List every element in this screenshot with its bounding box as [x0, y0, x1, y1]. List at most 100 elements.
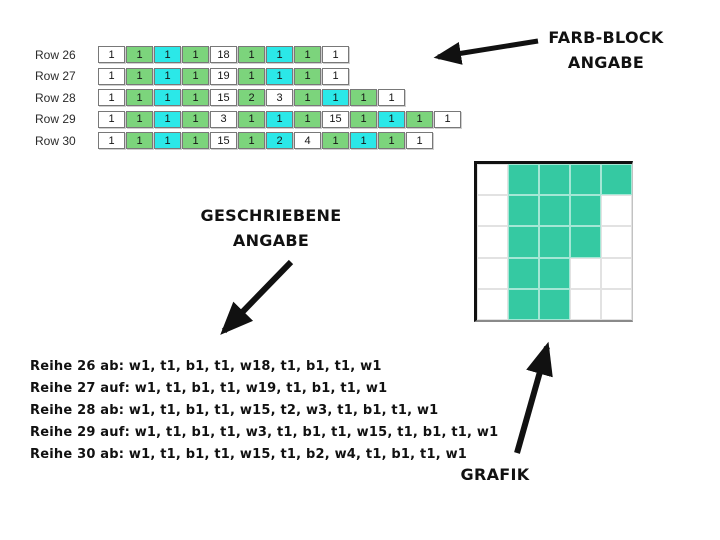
stitch-cell-green: 1	[238, 110, 265, 128]
stitch-cell-white: 1	[378, 89, 405, 106]
stitch-cell-white: 1	[322, 46, 349, 63]
stitch-cell-white: 1	[322, 67, 349, 85]
written-instruction-line: Reihe 26 ab: w1, t1, b1, t1, w18, t1, b1…	[30, 359, 382, 374]
farb-block-label-line1: FARB-BLOCK	[548, 28, 664, 47]
stitch-cell-white: 1	[98, 110, 125, 128]
stitch-cell-white: 15	[210, 89, 237, 106]
stitch-cell-white: 1	[98, 46, 125, 63]
written-instruction-line: Reihe 29 auf: w1, t1, b1, t1, w3, t1, b1…	[30, 425, 499, 440]
grafik-chart-grid	[474, 161, 633, 322]
stitch-cell-cyan: 1	[154, 132, 181, 149]
grid-cell-empty	[477, 195, 508, 227]
grid-cell-empty	[601, 195, 632, 227]
written-instructions: Reihe 26 ab: w1, t1, b1, t1, w18, t1, b1…	[30, 356, 498, 466]
stitch-cell-white: 3	[210, 110, 237, 128]
grid-cell-empty	[570, 257, 601, 289]
geschriebene-label: GESCHRIEBENE ANGABE	[191, 203, 351, 253]
stitch-cell-green: 1	[238, 67, 265, 85]
stitch-cell-green: 1	[378, 132, 405, 149]
stitch-cell-green: 1	[182, 67, 209, 85]
grid-cell-filled	[539, 288, 570, 320]
grid-cell-filled	[539, 164, 570, 196]
grid-cell-filled	[570, 226, 601, 258]
grid-cell-filled	[539, 257, 570, 289]
farb-block-arrow-icon	[433, 38, 539, 65]
stitch-cell-green: 2	[238, 89, 265, 106]
row-label: Row 29	[35, 112, 76, 126]
grid-cell-empty	[477, 257, 508, 289]
stitch-cell-cyan: 1	[378, 110, 405, 128]
grid-cell-filled	[539, 195, 570, 227]
grid-cell-filled	[508, 257, 539, 289]
stitch-cell-cyan: 1	[322, 89, 349, 106]
grid-cell-empty	[601, 288, 632, 320]
stitch-cell-cyan: 1	[266, 46, 293, 63]
stitch-cell-cyan: 1	[350, 132, 377, 149]
stitch-cell-green: 1	[182, 89, 209, 106]
stitch-cell-green: 1	[182, 110, 209, 128]
stitch-cell-white: 1	[98, 67, 125, 85]
stitch-cell-green: 1	[238, 132, 265, 149]
stitch-cell-cyan: 1	[154, 67, 181, 85]
written-instruction-line: Reihe 30 ab: w1, t1, b1, t1, w15, t1, b2…	[30, 447, 468, 462]
grafik-arrow-icon	[514, 341, 553, 454]
geschriebene-label-line2: ANGABE	[232, 231, 310, 250]
geschriebene-arrow-icon	[220, 259, 294, 335]
grid-cell-empty	[570, 288, 601, 320]
grid-cell-filled	[539, 226, 570, 258]
farb-block-label-line2: ANGABE	[567, 53, 645, 72]
grid-cell-empty	[601, 257, 632, 289]
stitch-cell-white: 1	[434, 110, 461, 128]
stitch-cell-white: 4	[294, 132, 321, 149]
row-label: Row 26	[35, 47, 76, 62]
stitch-cell-green: 1	[294, 110, 321, 128]
stitch-cell-cyan: 1	[266, 110, 293, 128]
stitch-cell-cyan: 1	[154, 110, 181, 128]
stitch-cell-green: 1	[182, 132, 209, 149]
stitch-cell-white: 18	[210, 46, 237, 63]
grid-cell-filled	[508, 164, 539, 196]
geschriebene-label-line1: GESCHRIEBENE	[200, 206, 342, 225]
stitch-cell-white: 15	[322, 110, 349, 128]
grid-cell-empty	[477, 164, 508, 196]
grafik-label: GRAFIK	[460, 465, 530, 484]
stitch-cell-green: 1	[182, 46, 209, 63]
row-label: Row 27	[35, 69, 76, 83]
stitch-cell-green: 1	[294, 89, 321, 106]
grid-cell-filled	[601, 164, 632, 196]
grid-cell-filled	[508, 195, 539, 227]
stitch-cell-green: 1	[126, 89, 153, 106]
grid-cell-filled	[570, 164, 601, 196]
grid-cell-empty	[477, 226, 508, 258]
stitch-cell-white: 15	[210, 132, 237, 149]
stitch-cell-cyan: 1	[154, 46, 181, 63]
stitch-cell-green: 1	[126, 132, 153, 149]
stitch-cell-green: 1	[294, 67, 321, 85]
stitch-cell-green: 1	[350, 89, 377, 106]
stitch-cell-green: 1	[126, 46, 153, 63]
grid-cell-filled	[508, 226, 539, 258]
grid-cell-filled	[508, 288, 539, 320]
stitch-cell-green: 1	[322, 132, 349, 149]
stitch-cell-green: 1	[126, 110, 153, 128]
stitch-cell-white: 1	[98, 89, 125, 106]
stitch-cell-green: 1	[238, 46, 265, 63]
stitch-cell-white: 1	[98, 132, 125, 149]
stitch-cell-white: 19	[210, 67, 237, 85]
row-label: Row 30	[35, 133, 76, 148]
stitch-cell-white: 3	[266, 89, 293, 106]
stitch-cell-green: 1	[294, 46, 321, 63]
stitch-cell-cyan: 1	[154, 89, 181, 106]
stitch-cell-white: 1	[406, 132, 433, 149]
grid-cell-empty	[601, 226, 632, 258]
